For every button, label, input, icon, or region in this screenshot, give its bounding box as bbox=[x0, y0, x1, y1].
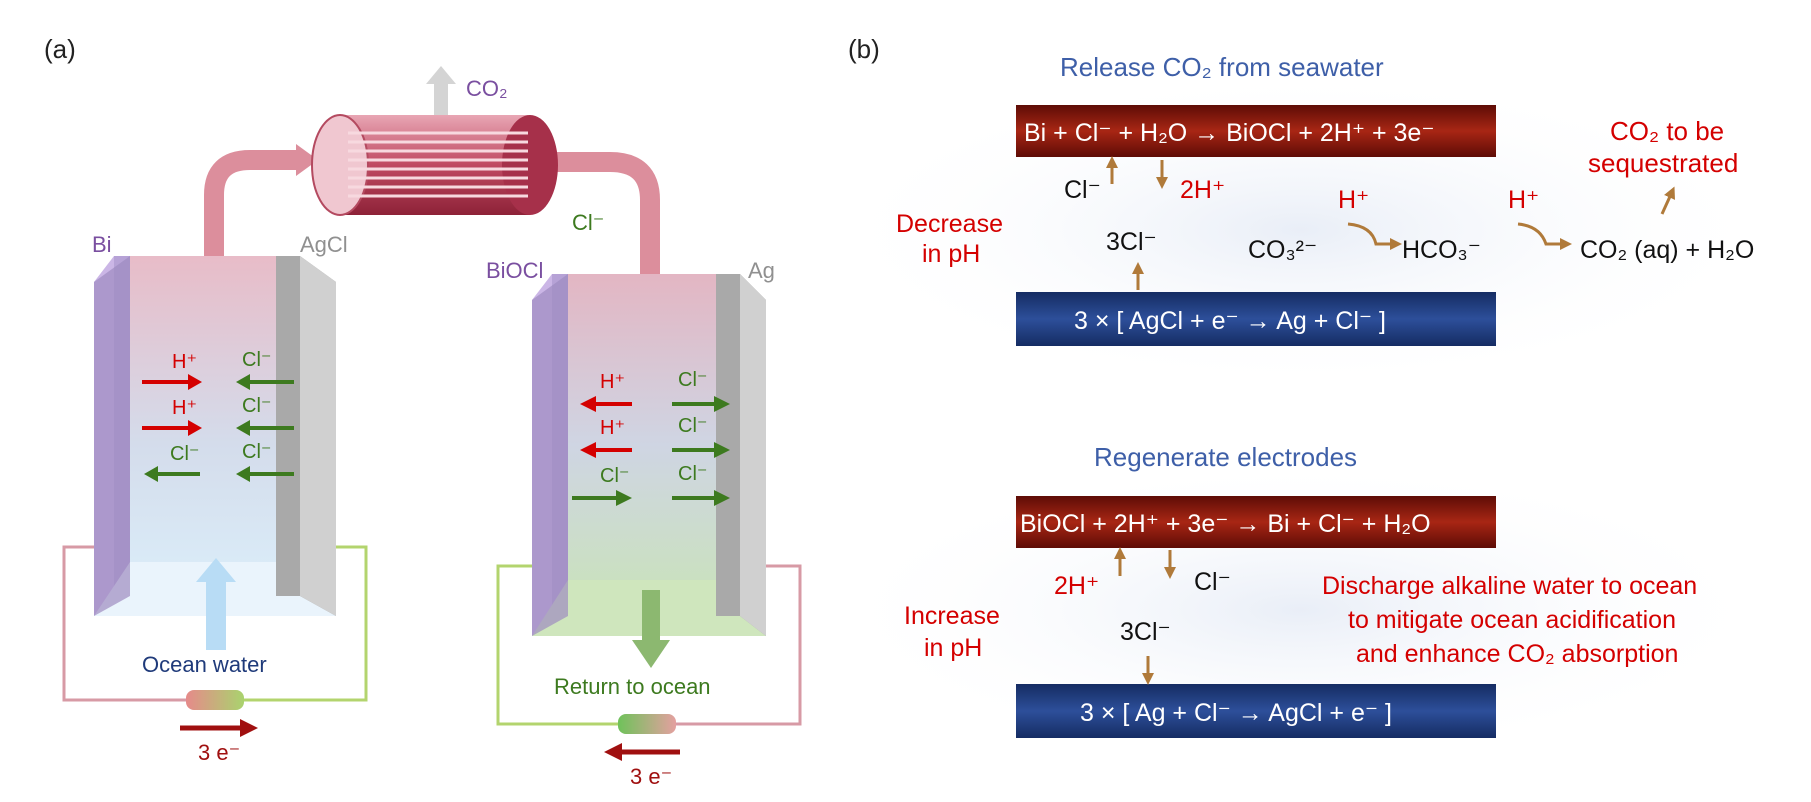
bottom-title: Regenerate electrodes bbox=[1094, 442, 1357, 472]
bottom-2h-label: 2H⁺ bbox=[1054, 572, 1099, 600]
right-circuit-wire-red bbox=[676, 564, 802, 726]
co3-label: CO₃²⁻ bbox=[1248, 236, 1317, 264]
ocean-water-inlet-arrow bbox=[196, 558, 236, 650]
right-ion-cl-r2: Cl⁻ bbox=[678, 415, 707, 437]
top-2h-label: 2H⁺ bbox=[1180, 176, 1225, 204]
top-reaction-blue-text: 3 × [ AgCl + e⁻ → Ag + Cl⁻ ] bbox=[1074, 307, 1386, 335]
discharge-line2: to mitigate ocean acidification bbox=[1348, 606, 1676, 634]
hplus-label-1: H⁺ bbox=[1338, 186, 1369, 214]
electrode-ag-label: Ag bbox=[748, 258, 775, 283]
co2-label: CO₂ bbox=[466, 76, 508, 101]
top-ph-line2: in pH bbox=[922, 240, 980, 268]
co2-vent-arrow bbox=[426, 66, 456, 116]
left-circuit-wire-green bbox=[244, 545, 368, 702]
left-electrons-label: 3 e⁻ bbox=[198, 740, 240, 765]
sequestration-arrow bbox=[1660, 186, 1675, 215]
bottom-reaction-red-text: BiOCl + 2H⁺ + 3e⁻ → Bi + Cl⁻ + H₂O bbox=[1020, 510, 1431, 538]
bottom-ph-line2: in pH bbox=[924, 634, 982, 662]
left-cell-ion-arrows bbox=[142, 374, 294, 482]
return-to-ocean-label: Return to ocean bbox=[554, 674, 711, 699]
top-reaction-bar-blue bbox=[1016, 292, 1496, 346]
right-ion-cl-r1: Cl⁻ bbox=[678, 369, 707, 391]
hco3-label: HCO₃⁻ bbox=[1402, 236, 1481, 264]
left-ion-cl-r2: Cl⁻ bbox=[242, 395, 271, 417]
right-ion-h1: H⁺ bbox=[600, 371, 625, 393]
left-ion-cl-r3: Cl⁻ bbox=[242, 441, 271, 463]
pipe-tank-to-right bbox=[555, 152, 660, 290]
electrode-agcl-label: AgCl bbox=[300, 232, 348, 257]
top-3cl-label: 3Cl⁻ bbox=[1106, 228, 1157, 256]
sequestration-line1: CO₂ to be bbox=[1610, 116, 1724, 146]
right-resistor bbox=[618, 714, 676, 734]
top-reaction-red-text: Bi + Cl⁻ + H₂O → BiOCl + 2H⁺ + 3e⁻ bbox=[1024, 119, 1435, 147]
co3-to-hco3-arrow bbox=[1347, 222, 1402, 250]
right-ion-cl-left: Cl⁻ bbox=[600, 465, 629, 487]
sequestration-line2: sequestrated bbox=[1588, 148, 1738, 178]
left-ion-h2: H⁺ bbox=[172, 397, 197, 419]
discharge-line1: Discharge alkaline water to ocean bbox=[1322, 572, 1697, 600]
hco3-to-co2-arrow bbox=[1517, 222, 1572, 250]
right-electrons-label: 3 e⁻ bbox=[630, 764, 672, 789]
left-resistor bbox=[186, 690, 244, 710]
panel-b-tag: (b) bbox=[848, 34, 880, 64]
right-cell-ion-arrows bbox=[572, 396, 730, 506]
left-ion-cl-left: Cl⁻ bbox=[170, 443, 199, 465]
right-electron-arrow bbox=[604, 743, 680, 761]
pipe-left-arrowhead bbox=[296, 144, 318, 176]
ocean-water-label: Ocean water bbox=[142, 652, 267, 677]
bottom-3cl-label: 3Cl⁻ bbox=[1120, 618, 1171, 646]
top-ph-line1: Decrease bbox=[896, 210, 1003, 238]
left-ion-cl-r1: Cl⁻ bbox=[242, 349, 271, 371]
bottom-reaction-bar-red bbox=[1016, 496, 1496, 548]
bottom-reaction-blue-text: 3 × [ Ag + Cl⁻ → AgCl + e⁻ ] bbox=[1080, 699, 1392, 727]
return-to-ocean-arrow bbox=[632, 590, 670, 668]
left-electron-arrow bbox=[180, 719, 258, 737]
right-circuit-wire bbox=[496, 564, 618, 726]
right-ion-cl-r3: Cl⁻ bbox=[678, 463, 707, 485]
electrode-biocl-label: BiOCl bbox=[486, 258, 543, 283]
right-cell bbox=[532, 274, 766, 636]
co2aq-label: CO₂ (aq) + H₂O bbox=[1580, 236, 1754, 264]
right-ion-h2: H⁺ bbox=[600, 417, 625, 439]
electrode-bi-label: Bi bbox=[92, 232, 112, 257]
left-ion-h1: H⁺ bbox=[172, 351, 197, 373]
gas-separator-tank bbox=[311, 114, 558, 216]
pipe-left-to-tank bbox=[204, 150, 300, 282]
bottom-reaction-bar-blue bbox=[1016, 684, 1496, 738]
top-title: Release CO₂ from seawater bbox=[1060, 52, 1384, 82]
top-cl-label: Cl⁻ bbox=[1064, 176, 1101, 204]
bottom-ph-line1: Increase bbox=[904, 602, 1000, 630]
top-reaction-bar-red bbox=[1016, 105, 1496, 157]
discharge-line3: and enhance CO₂ absorption bbox=[1356, 640, 1678, 668]
panel-a-tag: (a) bbox=[44, 34, 76, 64]
cl-mid-label: Cl⁻ bbox=[572, 210, 604, 235]
bottom-cl-label: Cl⁻ bbox=[1194, 568, 1231, 596]
hplus-label-2: H⁺ bbox=[1508, 186, 1539, 214]
